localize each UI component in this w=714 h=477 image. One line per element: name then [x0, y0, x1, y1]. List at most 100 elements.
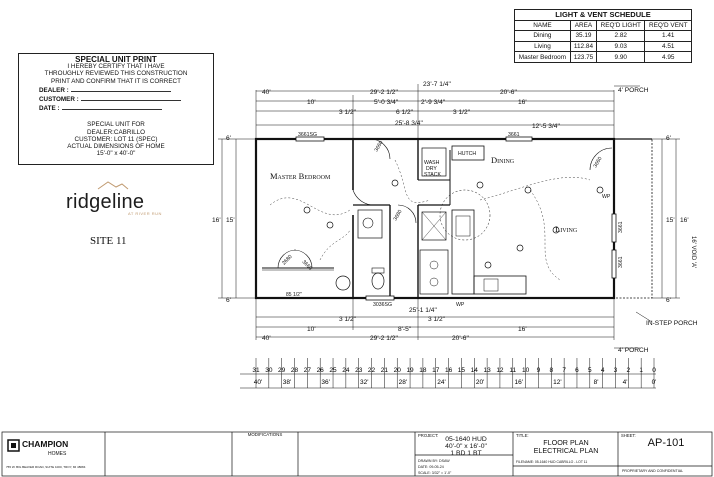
drawn-scale: SCALE: 3/32" = 1'-0" — [418, 471, 452, 475]
drawn-by: DRAWN BY: DSAW — [418, 459, 450, 463]
dim-text: 25'-8 3/4" — [395, 120, 423, 127]
brand-logo: ridgeline — [66, 191, 145, 213]
toilet — [371, 272, 385, 290]
ruler-bottom-label: 32' — [360, 379, 368, 386]
certificate-line: I HEREBY CERTIFY THAT I HAVE — [67, 63, 165, 71]
company-sub: HOMES — [48, 451, 67, 457]
customer-field[interactable]: CUSTOMER : — [19, 94, 213, 103]
drawn-date: DATE: 09-05-24 — [418, 465, 444, 469]
window-label: 3661SG — [298, 132, 317, 138]
kitchen-counter — [451, 209, 475, 295]
wp-label: WP — [456, 302, 465, 308]
dim-text: 6' — [666, 297, 671, 304]
ruler-bottom-label: 8' — [594, 379, 599, 386]
washer-dryer — [421, 147, 447, 177]
room-label-dining: Dining — [491, 155, 515, 165]
water-heater — [335, 275, 351, 291]
dim-text: 2'-9 3/4" — [421, 99, 446, 106]
certificate-line: PRINT AND CONFIRM THAT IT IS CORRECT — [51, 77, 181, 85]
dim-text: 40' — [262, 89, 271, 96]
ruler-top-label: 22 — [368, 367, 376, 374]
certificate-title: SPECIAL UNIT PRINT — [75, 55, 157, 64]
ruler-top-label: 4 — [601, 367, 605, 374]
shower — [421, 211, 447, 241]
dim-text: 20'-6" — [500, 89, 517, 96]
ruler-top-label: 1 — [639, 367, 643, 374]
ruler-top-label: 20 — [394, 367, 402, 374]
special-unit-line: 15'-0" x 40'-0" — [96, 150, 136, 158]
instep-porch-label: IN-STEP PORCH — [646, 320, 698, 327]
dealer-field[interactable]: DEALER : — [19, 85, 213, 94]
dim-text: 16' — [518, 326, 527, 333]
light-fixture — [303, 206, 311, 214]
ruler-top-label: 17 — [432, 367, 440, 374]
ruler-top-label: 29 — [278, 367, 286, 374]
special-unit-line: SPECIAL UNIT FOR — [87, 121, 145, 129]
ruler-top-label: 26 — [317, 367, 325, 374]
project-line: 40'-0" x 16'-0" — [445, 443, 487, 450]
wash-label: WASH — [424, 160, 440, 166]
project-line: 05-1640 HUD — [445, 436, 487, 443]
dim-text: 10' — [307, 99, 316, 106]
title-line: FLOOR PLAN — [543, 438, 589, 447]
dim-text: 25'-1 1/4" — [409, 307, 437, 314]
proprietary-note: PROPRIETARY AND CONFIDENTIAL — [622, 469, 683, 473]
room-label-living: Living — [555, 224, 578, 234]
ruler-top-label: 6 — [575, 367, 579, 374]
porch-label: 4' PORCH — [618, 347, 649, 354]
champion-logo-icon — [7, 439, 20, 452]
dim-text: 29'-2 1/2" — [370, 335, 398, 342]
modifications-label: MODIFICATIONS — [248, 432, 283, 437]
brand-logo-sub: AT RIVER RUN — [128, 211, 162, 216]
door-label: 3660 — [374, 140, 385, 153]
wp-label: WP — [602, 194, 611, 200]
ruler-top-label: 12 — [496, 367, 504, 374]
title-block — [1, 431, 713, 477]
ruler-top-label: 14 — [471, 367, 479, 374]
ruler-top-label: 25 — [329, 367, 337, 374]
window-3661 — [505, 136, 533, 142]
ruler-top-label: 30 — [265, 367, 273, 374]
dim-text: 85 1/2" — [286, 292, 302, 298]
hutch — [451, 145, 485, 161]
special-unit-line: ACTUAL DIMENSIONS OF HOME — [67, 143, 165, 151]
dim-text: 8'-5" — [398, 326, 412, 333]
porch-label: 4' PORCH — [618, 87, 649, 94]
ruler-top-label: 10 — [522, 367, 530, 374]
date-field[interactable]: DATE : — [19, 103, 213, 112]
door-swing — [369, 138, 391, 160]
project-label: PROJECT: — [418, 433, 438, 438]
ruler-bottom-label: 4' — [623, 379, 628, 386]
ruler-top-label: 15 — [458, 367, 466, 374]
ruler-top-label: 13 — [483, 367, 491, 374]
special-unit-line: CUSTOMER: LOT 11 (SPEC) — [74, 135, 158, 143]
door-label: 3660 — [593, 156, 604, 169]
window-label: 3661 — [508, 132, 520, 138]
dim-text: 20'-6" — [452, 335, 469, 342]
dim-text: 23'-7 1/4" — [423, 81, 451, 88]
door-label: 3680 — [393, 209, 404, 222]
window-label: 3036SG — [373, 302, 392, 308]
ruler-top-label: 21 — [381, 367, 389, 374]
dim-text: 15' — [226, 217, 235, 224]
dim-text: 6' — [666, 135, 671, 142]
dim-text: 3 1/2" — [339, 109, 357, 116]
window-3036sg — [365, 295, 395, 301]
ruler-top-label: 18 — [419, 367, 427, 374]
project-line: 1 BD 1 BT — [450, 450, 481, 457]
ruler-top-label: 16 — [445, 367, 453, 374]
dim-text: 40' — [262, 335, 271, 342]
ruler-top-label: 28 — [291, 367, 299, 374]
ruler-top-label: 7 — [562, 367, 566, 374]
dim-text: 29'-2 1/2" — [370, 89, 398, 96]
title-label: TITLE: — [516, 433, 529, 438]
room-label-master-bedroom: Master Bedroom — [270, 171, 331, 181]
dim-text: 3 1/2" — [339, 316, 357, 323]
dim-text: 15' — [666, 217, 675, 224]
company-name: CHAMPION — [22, 439, 68, 449]
dim-text: 16' VOID 'A' — [690, 236, 696, 268]
sheet-number: AP-101 — [648, 437, 685, 449]
